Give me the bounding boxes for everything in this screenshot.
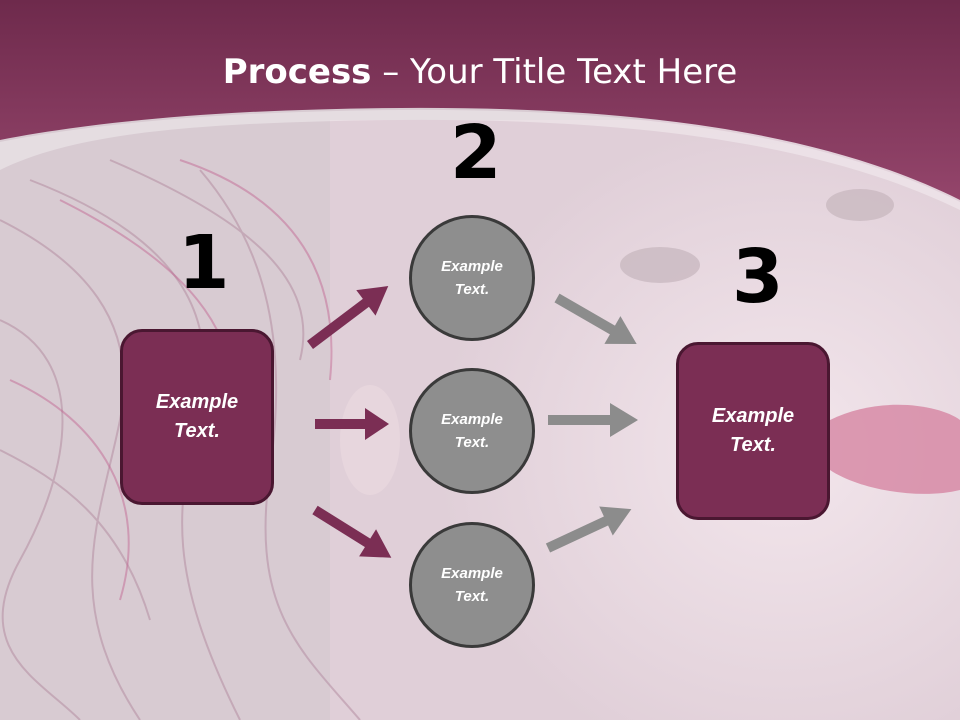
arrow-right-middle (548, 403, 638, 437)
step-number-2: 2 (450, 110, 502, 196)
eye-right (826, 189, 894, 221)
header-curve-highlight (0, 109, 960, 210)
arrow-left-down (312, 505, 392, 558)
ear (340, 385, 400, 495)
arrow-left-up (306, 286, 389, 349)
circle-middle-label: Example Text. (441, 411, 503, 451)
step-box-1-label: Example Text. (155, 391, 239, 442)
circle-top-label: Example Text. (441, 258, 503, 298)
lips (830, 404, 960, 494)
title-bold: Process (222, 52, 372, 92)
slide-title: Process – Your Title Text Here (0, 52, 960, 92)
circle-bottom-label: Example Text. (441, 565, 503, 605)
header-band (0, 0, 960, 200)
circle-top: Example Text. (409, 215, 535, 341)
step-box-1: Example Text. (120, 329, 274, 505)
step-box-3: Example Text. (676, 342, 830, 520)
step-number-1: 1 (178, 220, 230, 306)
eye-left (620, 247, 700, 283)
arrow-right-down (545, 506, 632, 553)
circle-middle: Example Text. (409, 368, 535, 494)
step-box-3-label: Example Text. (711, 405, 795, 456)
arrow-left-middle (315, 408, 389, 440)
circle-bottom: Example Text. (409, 522, 535, 648)
arrow-right-up (554, 293, 637, 344)
step-number-3: 3 (732, 234, 784, 320)
title-rest: – Your Title Text Here (371, 52, 738, 92)
